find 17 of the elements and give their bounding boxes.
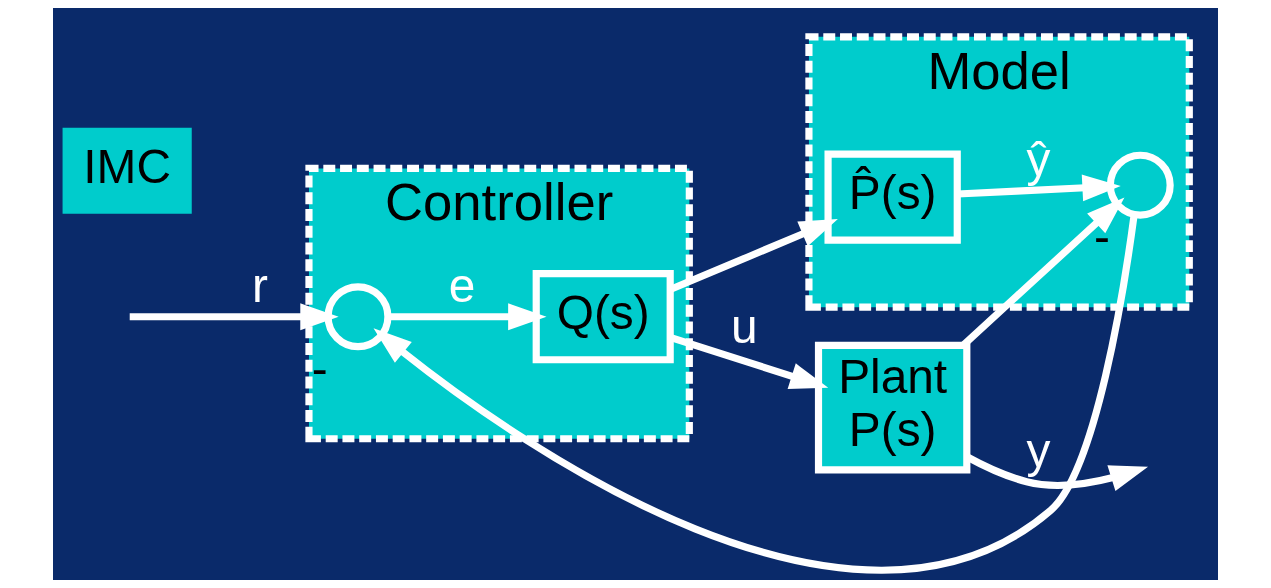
node-label: - bbox=[1094, 210, 1110, 264]
node-box: P̂(s) bbox=[824, 150, 961, 244]
node-box: Q(s) bbox=[532, 270, 674, 364]
arrow bbox=[957, 174, 1121, 202]
arrow bbox=[129, 303, 339, 331]
node-circle bbox=[324, 283, 392, 351]
edge-label: ŷ bbox=[1026, 132, 1051, 186]
node-label: - bbox=[311, 341, 328, 395]
edge-label: e bbox=[448, 259, 476, 313]
arrow bbox=[373, 214, 1138, 574]
edge-label: u bbox=[731, 300, 758, 354]
edge-label: r bbox=[251, 259, 268, 313]
node-box: Plant P(s) bbox=[814, 341, 971, 474]
edge-label: y bbox=[1026, 424, 1051, 478]
node-circle bbox=[1106, 151, 1174, 219]
label: IMC bbox=[83, 139, 171, 193]
arrow bbox=[388, 303, 547, 331]
